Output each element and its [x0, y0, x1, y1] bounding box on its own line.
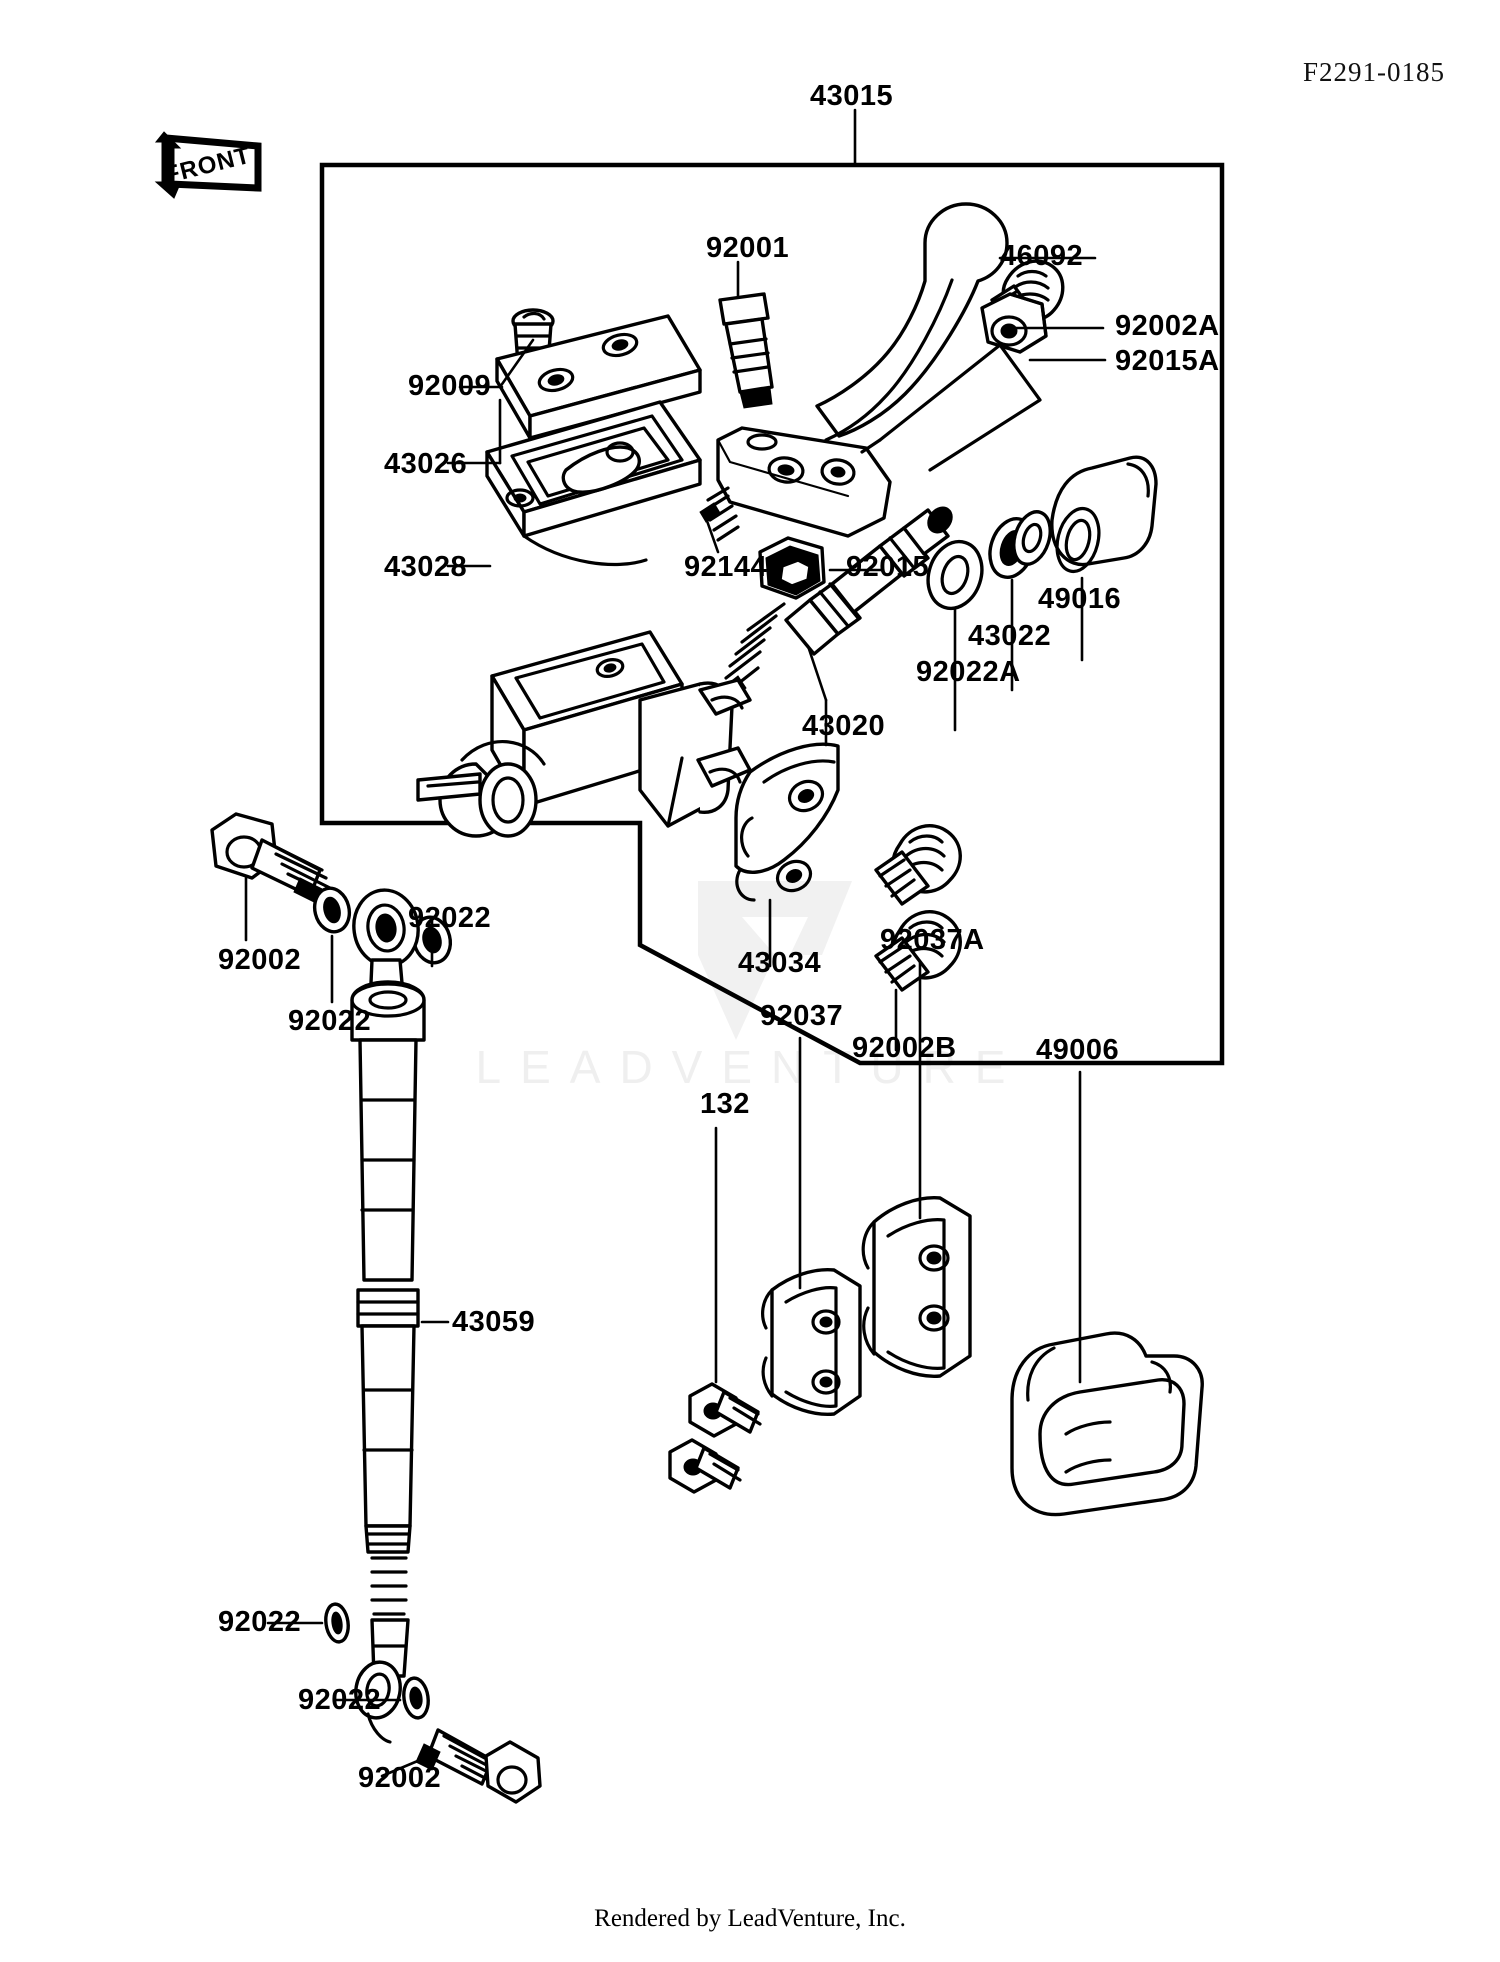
callout-92002-lower[interactable]: 92002	[358, 1762, 442, 1794]
clamp-92037	[761, 1267, 862, 1417]
callout-92037[interactable]: 92037	[760, 1000, 844, 1032]
front-direction-badge: FRONT	[150, 126, 265, 204]
watermark-text: LEADVENTURE	[475, 1041, 1025, 1093]
bolts-132	[668, 1382, 762, 1494]
clamp-92037a	[861, 1196, 972, 1378]
bolts-92002b	[874, 824, 962, 992]
callout-49016[interactable]: 49016	[1038, 583, 1122, 615]
callout-92022-4[interactable]: 92022	[298, 1684, 382, 1716]
diagram-code: F2291-0185	[1302, 57, 1445, 87]
callout-92015A[interactable]: 92015A	[1115, 345, 1220, 377]
callout-92002A[interactable]: 92002A	[1115, 310, 1220, 342]
washers-group	[926, 510, 1052, 611]
callout-43015[interactable]: 43015	[810, 80, 894, 112]
callout-92002-upper[interactable]: 92002	[218, 944, 302, 976]
callout-92009[interactable]: 92009	[408, 370, 492, 402]
callout-43034[interactable]: 43034	[738, 947, 822, 979]
callout-43022[interactable]: 43022	[968, 620, 1052, 652]
callout-92022-2[interactable]: 92022	[288, 1005, 372, 1037]
callout-43059[interactable]: 43059	[452, 1306, 536, 1338]
callout-132[interactable]: 132	[700, 1088, 750, 1120]
callout-46092[interactable]: 46092	[1000, 240, 1084, 272]
nut-92015a	[980, 292, 1048, 354]
screw-92009	[511, 308, 555, 380]
callout-92001[interactable]: 92001	[706, 232, 790, 264]
callout-43028[interactable]: 43028	[384, 551, 468, 583]
nut-92015	[758, 536, 826, 600]
callout-92144[interactable]: 92144	[684, 551, 768, 583]
footer-attribution: Rendered by LeadVenture, Inc.	[594, 1905, 906, 1932]
diaphragm-43028	[485, 400, 702, 567]
master-cylinder-body	[416, 630, 752, 838]
clamp-holder-43034	[734, 742, 840, 902]
callout-92022-1[interactable]: 92022	[408, 902, 492, 934]
callout-92037A[interactable]: 92037A	[880, 924, 985, 956]
callout-92002B[interactable]: 92002B	[852, 1032, 957, 1064]
spring-92144	[699, 486, 740, 542]
reservoir-cap-43026	[495, 314, 702, 440]
callout-92022A[interactable]: 92022A	[916, 656, 1021, 688]
callout-43020[interactable]: 43020	[802, 710, 886, 742]
pivot-bolt-92001	[718, 292, 774, 409]
boot-cover-49006	[1010, 1331, 1204, 1517]
callout-92015[interactable]: 92015	[846, 551, 930, 583]
dust-seal-49016	[1050, 455, 1158, 574]
callout-49006[interactable]: 49006	[1036, 1034, 1120, 1066]
callout-92022-3[interactable]: 92022	[218, 1606, 302, 1638]
callout-43026[interactable]: 43026	[384, 448, 468, 480]
banjo-bolt-92002	[210, 812, 336, 905]
